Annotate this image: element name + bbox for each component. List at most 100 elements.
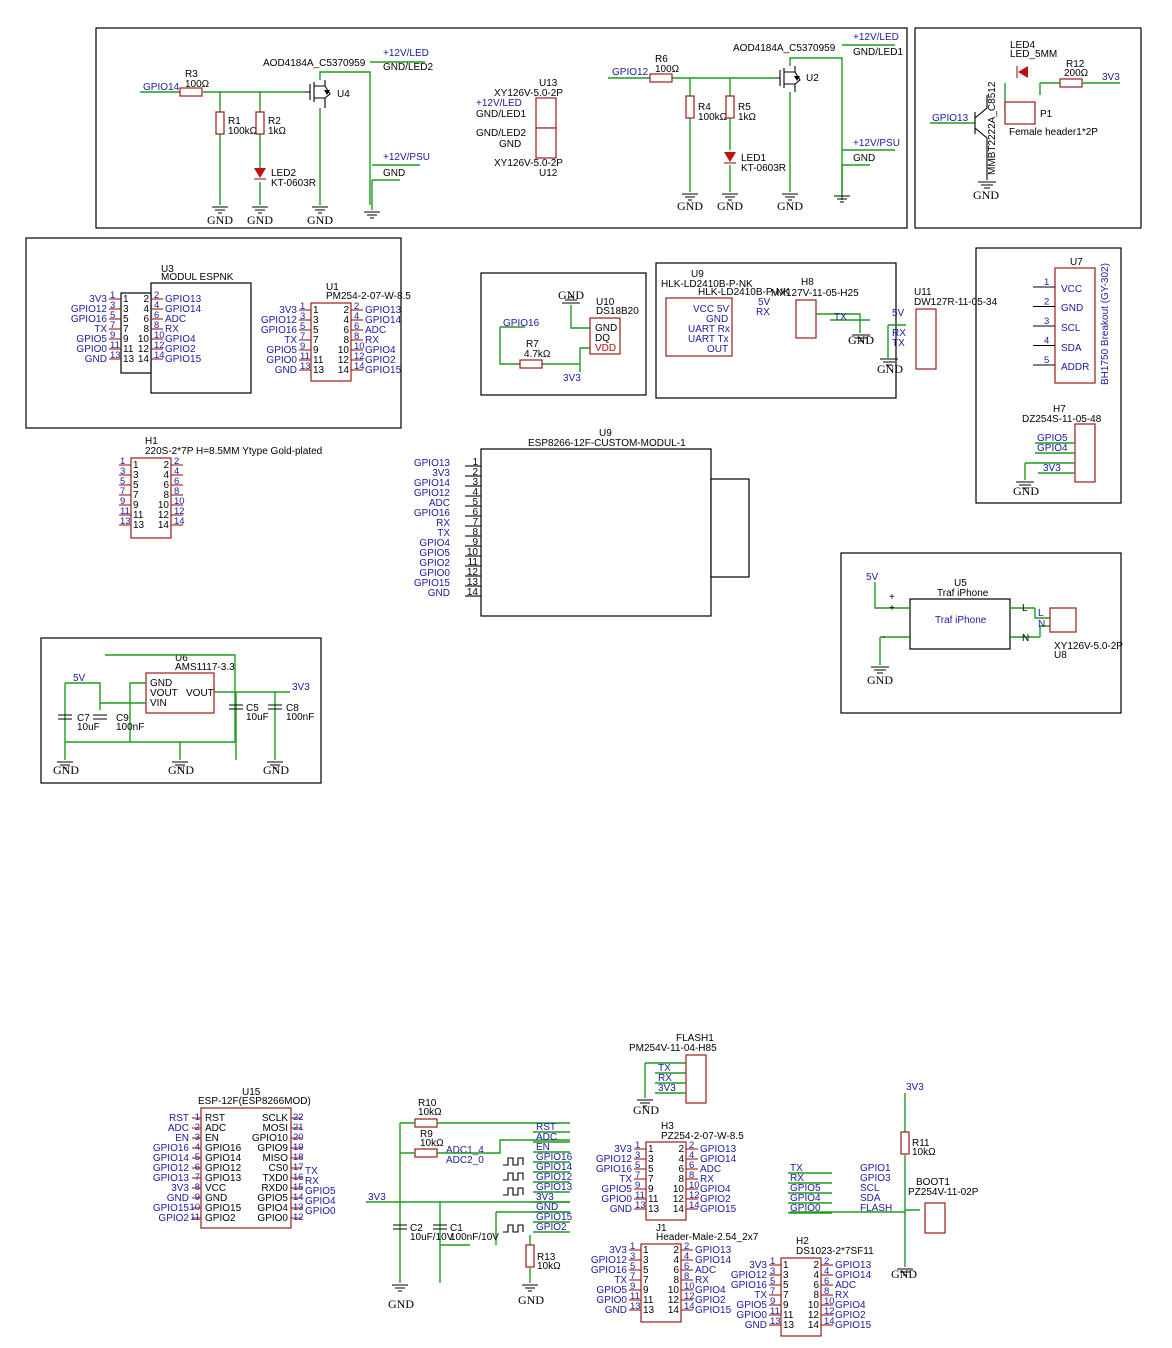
j1-pins-pin-inner-13: 13 xyxy=(643,1305,655,1316)
j1-pins-pin-num-13: 13 xyxy=(630,1301,641,1312)
gnd-label-c8: GND xyxy=(263,763,289,777)
h2-pins-net-right: GPIO14 xyxy=(835,1270,872,1281)
r9-resistor xyxy=(414,1148,438,1158)
u10-pin-gnd: GND xyxy=(595,323,617,334)
u15-net-right: GPIO4 xyxy=(305,1196,336,1207)
j1-pins-net-right: ADC xyxy=(695,1265,716,1276)
radar-pin-out: OUT xyxy=(707,344,728,355)
u3-pins-net-right: RX xyxy=(165,324,179,335)
boot-net-out: SCL xyxy=(860,1183,880,1194)
u9-pin-num: 10 xyxy=(467,547,479,558)
radar-pin-uart-rx: UART Rx xyxy=(688,324,730,335)
u1-pins-pin-inner-14: 14 xyxy=(338,365,350,376)
u15-value: ESP-12F(ESP8266MOD) xyxy=(198,1096,311,1107)
gnd-label-q1: GND xyxy=(973,188,999,202)
u1-pins-net-left: GPIO0 xyxy=(266,355,297,366)
h2-pins-pin-inner-7: 7 xyxy=(783,1290,789,1301)
gnd-label-r4: GND xyxy=(677,199,703,213)
u15-net-left: GPIO2 xyxy=(158,1213,189,1224)
u3-pins-net-left: GPIO12 xyxy=(71,304,108,315)
h2-pins-net-left: GPIO12 xyxy=(731,1270,768,1281)
net-gpio4-h7: GPIO4 xyxy=(1037,443,1068,454)
u15-pin-num-right: 12 xyxy=(293,1212,304,1223)
gnd-label-c2: GND xyxy=(388,1297,414,1311)
u15-net-left: RST xyxy=(169,1113,189,1124)
u9-esp-ref: U9 xyxy=(599,428,612,439)
u12-net-gnd: GND xyxy=(499,139,521,150)
j1-pins-pin-inner-12: 12 xyxy=(668,1295,680,1306)
u3-pins-pin-inner-3: 3 xyxy=(123,304,129,315)
r6-resistor xyxy=(649,73,673,83)
h3-pins-pin-num-7: 7 xyxy=(635,1170,640,1181)
c7-ref: C7 xyxy=(77,713,90,724)
r3-resistor xyxy=(179,87,203,97)
u9-esp-body xyxy=(480,448,712,617)
gnd-label-c9: GND xyxy=(168,763,194,777)
h3-pins-pin-inner-3: 3 xyxy=(648,1154,654,1165)
h3-pins-pin-num-9: 9 xyxy=(635,1180,640,1191)
bh1750-pin-vcc: VCC xyxy=(1061,284,1082,295)
h2-pins-pin-inner-11: 11 xyxy=(783,1310,794,1321)
u9-pin-net: GPIO4 xyxy=(419,538,450,549)
h2-pins-pin-inner-12: 12 xyxy=(808,1310,820,1321)
boot1-connector xyxy=(924,1202,946,1234)
u12-value: XY126V-5.0-2P xyxy=(494,158,563,169)
j1-pins-pin-inner-7: 7 xyxy=(643,1275,649,1286)
u15-pin-num-left: 2 xyxy=(195,1122,200,1133)
u9-pin-net: TX xyxy=(437,528,450,539)
gnd-label-led1: GND xyxy=(717,199,743,213)
h1-pins-pin-inner-7: 7 xyxy=(133,490,139,501)
u9-pin-num: 6 xyxy=(472,507,478,518)
flash1-header: FLASH1 PM254V-11-04-H85 TX RX 3V3 GND xyxy=(629,1033,717,1117)
h2-pins-pin-num-8: 8 xyxy=(824,1286,829,1297)
u6-value: AMS1117-3.3 xyxy=(175,662,235,673)
h2-pins-net-right: RX xyxy=(835,1290,849,1301)
u4-value: AOD4184A_C5370959 xyxy=(263,58,366,69)
r2-ref: R2 xyxy=(268,116,281,127)
h3-pins-net-left: 3V3 xyxy=(614,1144,632,1155)
j1-pins-pin-num-7: 7 xyxy=(630,1271,635,1282)
gnd-label-h7: GND xyxy=(1013,484,1039,498)
net-5v-ldo: 5V xyxy=(73,673,86,684)
gnd-symbols-left xyxy=(212,206,328,214)
u15-net-left: ADC xyxy=(168,1123,189,1134)
u15-pin-name-right: GPIO10 xyxy=(252,1133,289,1144)
r3-value: 100Ω xyxy=(185,79,210,90)
u3-pins-net-right: GPIO14 xyxy=(165,304,202,315)
u13-net-12v-led: +12V/LED xyxy=(476,98,522,109)
u7-value: BH1750 Breakout (GY-302) xyxy=(1100,263,1111,385)
h2-pins-net-left: GPIO16 xyxy=(731,1280,768,1291)
h2-pins-pin-num-10: 10 xyxy=(824,1296,835,1307)
u15-pin-num-right: 21 xyxy=(293,1122,304,1133)
led4-diode-icon xyxy=(1018,66,1028,78)
j1-pins-pin-num-2: 2 xyxy=(684,1241,689,1252)
bh1750-pin-scl: SCL xyxy=(1061,323,1081,334)
u3-pins-pin-inner-2: 2 xyxy=(143,294,149,305)
u3-pins-pin-num-8: 8 xyxy=(154,320,159,331)
radar-pin-uart-tx: UART Tx xyxy=(688,334,729,345)
u6-pin-gnd: GND xyxy=(150,678,172,689)
bh1750-module-body xyxy=(1054,267,1096,384)
u1-pins-net-left: 3V3 xyxy=(279,305,297,316)
h3-pins-pin-num-4: 4 xyxy=(689,1150,694,1161)
u15-net-right: TX xyxy=(305,1166,318,1177)
j1-pins-net-right: GPIO15 xyxy=(695,1305,732,1316)
net-tx-u11: TX xyxy=(892,338,905,349)
c2-ref: C2 xyxy=(410,1223,423,1234)
u3-pins-net-right: GPIO13 xyxy=(165,294,202,305)
u9-pin-net: GPIO12 xyxy=(414,488,451,499)
u15-net-left: 3V3 xyxy=(171,1183,189,1194)
u6-pin-vin: VIN xyxy=(150,698,167,709)
c9-ref: C9 xyxy=(116,713,129,724)
net-gnd-led1-right: GND/LED1 xyxy=(853,47,903,58)
h3-pins-net-right: GPIO13 xyxy=(700,1144,737,1155)
r5-ref: R5 xyxy=(738,102,751,113)
h3-pins-pin-inner-2: 2 xyxy=(678,1144,684,1155)
bh1750-pin-addr: ADDR xyxy=(1061,362,1089,373)
u15-net-left: GPIO13 xyxy=(153,1173,190,1184)
h3-pins-pin-inner-10: 10 xyxy=(673,1184,685,1195)
j1-pins-pin-num-6: 6 xyxy=(684,1261,689,1272)
h2-pins-pin-inner-9: 9 xyxy=(783,1300,789,1311)
h7-connector xyxy=(1074,423,1096,483)
